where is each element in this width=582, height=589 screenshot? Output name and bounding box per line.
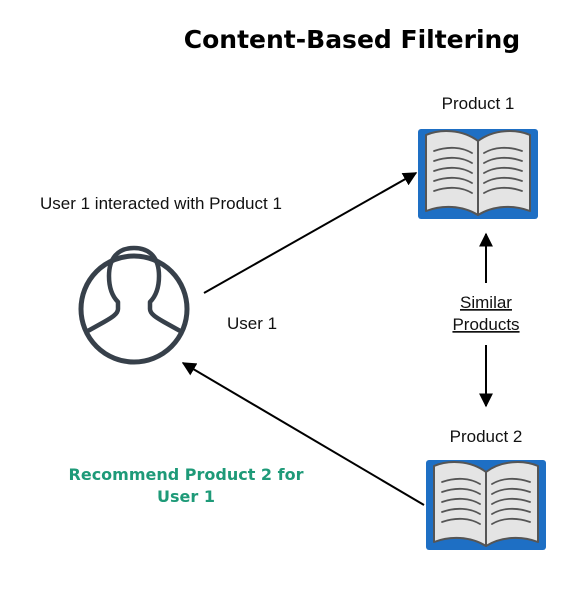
recommendation-arrow [181,362,425,506]
recommendation-label-line1: Recommend Product 2 for [69,465,304,484]
similarity-label-line2: Products [452,315,519,334]
interaction-label: User 1 interacted with Product 1 [40,194,282,213]
similarity-label-line1: Similar [460,293,512,312]
user-silhouette-icon [78,245,190,365]
product2-label: Product 2 [450,427,523,446]
interaction-arrow [203,172,418,294]
product1-label: Product 1 [442,94,515,113]
product2-open-book-icon [426,460,546,550]
diagram-title: Content-Based Filtering [184,25,520,54]
product1-open-book-icon [418,129,538,219]
recommendation-label-line2: User 1 [157,487,215,506]
user-label: User 1 [227,314,277,333]
